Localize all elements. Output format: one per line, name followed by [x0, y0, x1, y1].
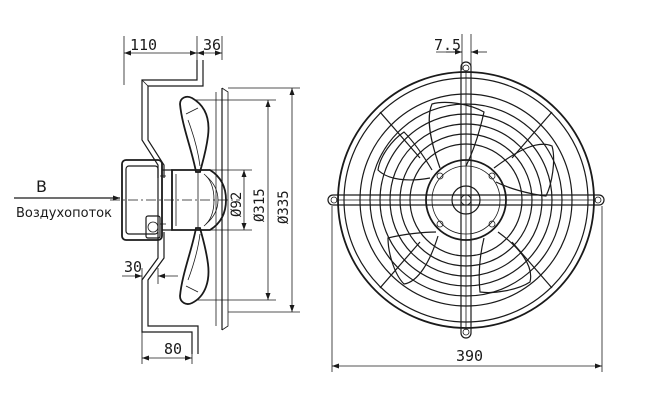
dim-label-30: 30 — [124, 258, 142, 276]
fan-hub — [171, 169, 227, 231]
guard-ring-side — [215, 87, 229, 331]
front-hub — [425, 159, 507, 241]
side-view: 110 36 — [110, 36, 300, 364]
dim-label-d315: Ø315 — [252, 188, 268, 222]
fan-blade-top — [179, 95, 210, 173]
dim-label-d92: Ø92 — [229, 192, 245, 217]
dim-label-390: 390 — [456, 347, 483, 365]
dim-d335: Ø335 — [228, 87, 300, 313]
motor-body — [121, 159, 173, 241]
dim-80: 80 — [141, 332, 193, 364]
dim-label-d335: Ø335 — [276, 190, 292, 224]
front-view: 7.5 — [327, 34, 605, 372]
dim-label-80: 80 — [164, 340, 182, 358]
dim-d92: Ø92 — [210, 169, 252, 231]
dim-top-110-36: 110 36 — [123, 36, 223, 85]
fan-blades-front — [377, 101, 555, 294]
mounting-bars — [327, 61, 605, 339]
airflow-indicator: B Воздухопоток — [14, 177, 120, 221]
airflow-label: Воздухопоток — [16, 206, 112, 221]
dim-label-36: 36 — [203, 36, 221, 54]
dim-label-7-5: 7.5 — [434, 36, 461, 54]
fan-blade-bottom — [179, 227, 210, 305]
dim-d315: Ø315 — [196, 99, 276, 301]
airflow-letter: B — [36, 177, 47, 196]
dim-390: 390 — [331, 206, 603, 372]
dim-7-5: 7.5 — [434, 34, 487, 70]
dim-label-110: 110 — [130, 36, 157, 54]
mounting-holes — [330, 64, 602, 336]
dim-30: 30 — [122, 258, 178, 284]
